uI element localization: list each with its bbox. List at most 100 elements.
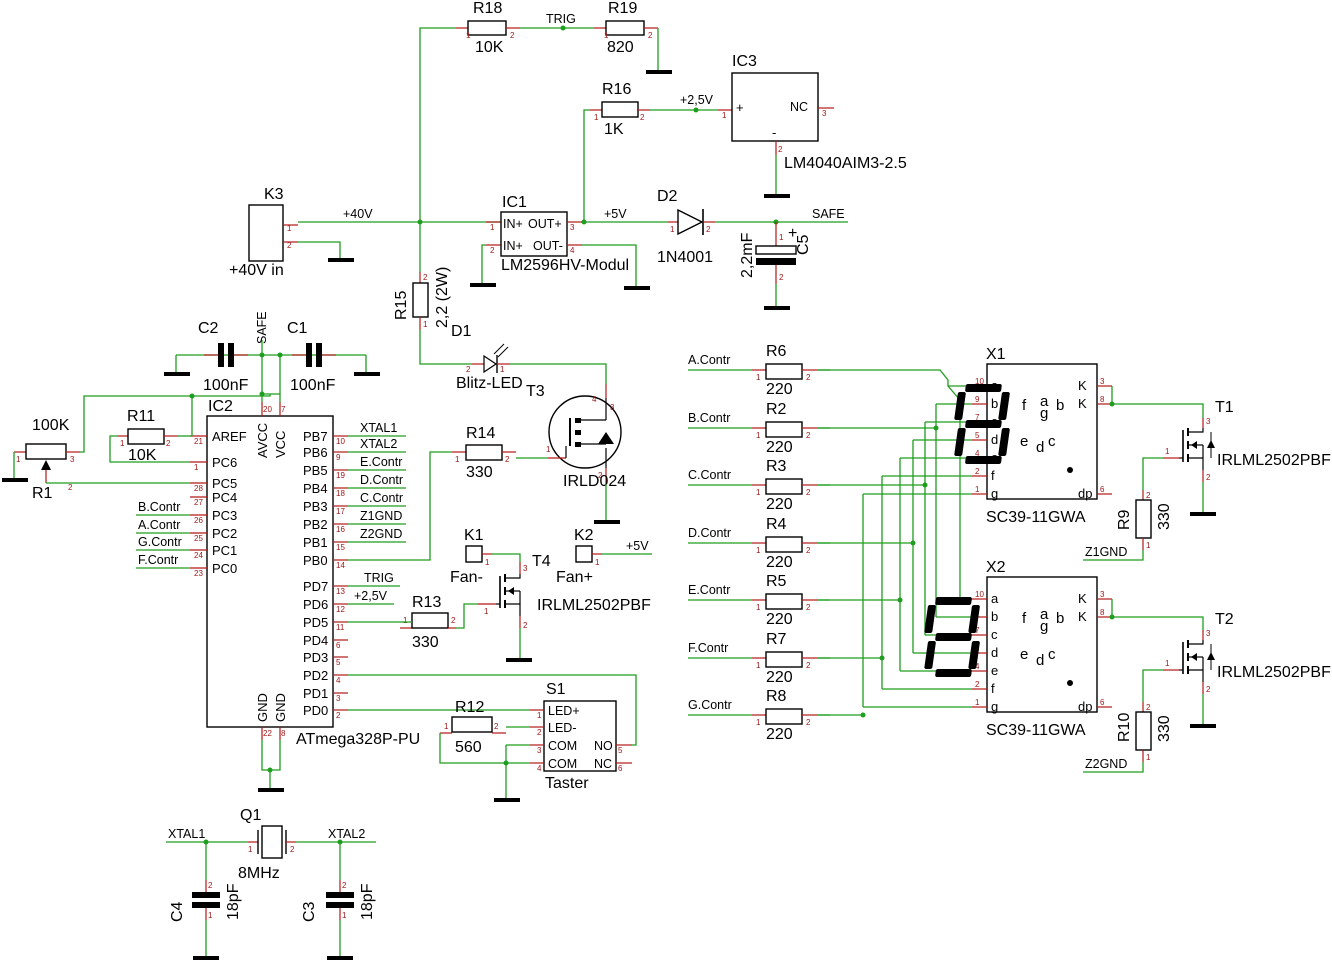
segment-letter: g [1040, 618, 1048, 635]
pin-number: 2 [1146, 491, 1151, 500]
pin-number: 14 [336, 561, 345, 570]
pin-number: 2 [806, 718, 811, 727]
display-pin-right: K [1078, 378, 1087, 393]
segment-letter: b [1056, 610, 1064, 627]
junction [910, 540, 916, 546]
svg-text:4: 4 [570, 246, 575, 255]
resistor-body [765, 536, 803, 553]
s1-pin-nc: NC [594, 757, 612, 771]
svg-text:22: 22 [263, 729, 272, 738]
pin-number: 2 [806, 546, 811, 555]
net-label-d_contr_r: D.Contr [688, 526, 731, 540]
resistor-body [765, 421, 803, 438]
segment-letter: e [1020, 646, 1028, 663]
r9-body [1135, 499, 1152, 539]
t3-ref: T3 [526, 383, 545, 400]
t3-mosfet: 43 12 T3 IRLD024 [526, 383, 626, 490]
k2-connector: 1 K2 Fan+ [556, 527, 602, 586]
pin-number: 5 [336, 658, 341, 667]
junction [922, 482, 928, 488]
display-pin-c: c [991, 627, 998, 642]
svg-text:2: 2 [706, 225, 711, 234]
r10-value: 330 [1156, 715, 1173, 742]
svg-text:2: 2 [68, 483, 73, 492]
d2-ref: D2 [657, 188, 678, 205]
segment-letter: g [1040, 405, 1048, 422]
net-label-c_contr_r: C.Contr [688, 468, 731, 482]
pin-number: 21 [194, 437, 203, 446]
pin-number: 4 [975, 662, 980, 671]
segment [968, 605, 980, 633]
display-pin-right: K [1078, 609, 1087, 624]
ic2-right-pin-label: PD6 [303, 597, 328, 612]
ic2-left-pin-label: PC2 [212, 526, 237, 541]
r13-ref: R13 [412, 594, 441, 611]
svg-text:1: 1 [537, 711, 542, 720]
segment [935, 597, 972, 605]
resistor-body [765, 478, 803, 495]
resistor-body [765, 708, 803, 725]
ic3-ref: IC3 [732, 53, 757, 70]
pin-number: 6 [336, 641, 341, 650]
pin-number: 24 [194, 551, 203, 560]
segment [924, 641, 936, 669]
svg-text:1: 1 [546, 445, 551, 454]
net-plus25-top: +2,5V [680, 93, 714, 107]
display-pin-d: d [991, 432, 998, 447]
svg-text:1: 1 [120, 439, 125, 448]
pin-number: 3 [336, 694, 341, 703]
pin-number: 10 [336, 437, 345, 446]
r11-ref: R11 [127, 408, 155, 425]
net-plus5-top: +5V [604, 207, 627, 221]
ic2-left-pin-label: PC0 [212, 561, 237, 576]
r13-value: 330 [412, 634, 439, 651]
pin-number: 1 [1146, 541, 1151, 550]
r16-value: 1K [604, 121, 624, 138]
q1-ref: Q1 [240, 807, 261, 824]
svg-text:1: 1 [485, 558, 490, 567]
svg-text:1: 1 [722, 111, 727, 120]
pin-number: 6 [1100, 485, 1105, 494]
ic1-ref: IC1 [502, 194, 527, 211]
pin-number: 1 [1165, 447, 1170, 456]
ic2-ref: IC2 [208, 398, 233, 415]
junction [1109, 401, 1115, 407]
ic1-pin-out-plus: OUT+ [528, 217, 562, 231]
segment [935, 633, 972, 641]
display-pin-e: e [991, 663, 998, 678]
r18-ref: R18 [473, 0, 502, 17]
pin-number: 6 [1100, 698, 1105, 707]
r2-value: 220 [766, 439, 793, 456]
s1-pin-no: NO [594, 739, 613, 753]
pin-number: 1 [756, 431, 761, 440]
svg-text:2: 2 [598, 471, 603, 480]
pin-number: 7 [975, 626, 980, 635]
ic2-right-pin-label: PD5 [303, 615, 328, 630]
net-label-trig: TRIG [364, 571, 394, 585]
svg-text:2: 2 [490, 246, 495, 255]
display-pin-f: f [991, 681, 995, 696]
svg-text:2: 2 [342, 881, 347, 890]
pin-number: 1 [975, 698, 980, 707]
ic2-pin-gnd-1: GND [255, 693, 270, 722]
svg-text:3: 3 [610, 403, 615, 412]
bus-wire-a [818, 369, 972, 387]
pin-number: 2 [806, 661, 811, 670]
ic3-value: LM4040AIM3-2.5 [784, 155, 907, 172]
net-label-z1gnd: Z1GND [360, 509, 402, 523]
s1-value: Taster [545, 775, 589, 792]
r11-value: 10K [128, 447, 157, 464]
r7-value: 220 [766, 669, 793, 686]
pin-number: 19 [336, 471, 345, 480]
pin-number: 9 [336, 453, 341, 462]
k1-connector: 1 K1 Fan- [450, 527, 492, 586]
pin-number: 16 [336, 525, 345, 534]
